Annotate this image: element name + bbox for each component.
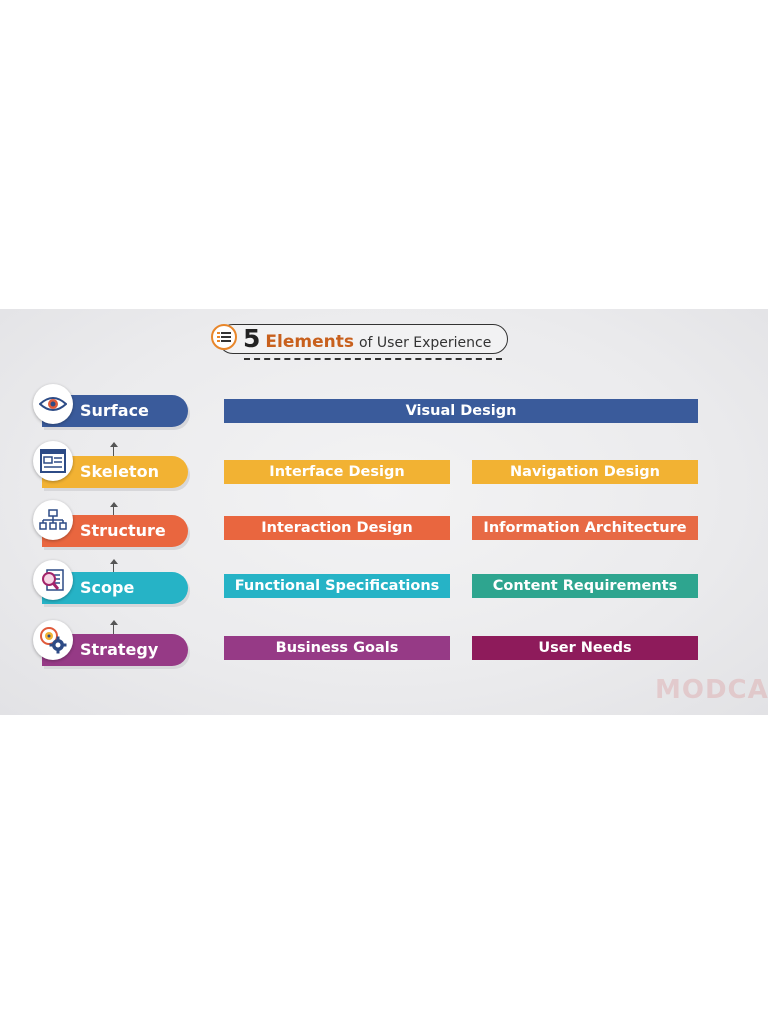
item-interaction-design: Interaction Design xyxy=(224,516,450,540)
list-icon xyxy=(211,324,237,350)
arrow-up-icon xyxy=(110,620,118,625)
diagram-panel: 5 Elements of User Experience Surface Vi… xyxy=(0,309,768,715)
connector-line xyxy=(113,624,114,638)
arrow-up-icon xyxy=(110,502,118,507)
brand-logo: MODCA xyxy=(655,675,768,705)
layer-label: Strategy xyxy=(80,640,159,659)
title-pill xyxy=(218,324,508,354)
item-business-goals: Business Goals xyxy=(224,636,450,660)
eye-icon xyxy=(33,384,73,424)
connector-line xyxy=(113,446,114,464)
item-information-architecture: Information Architecture xyxy=(472,516,698,540)
item-visual-design: Visual Design xyxy=(224,399,698,423)
layer-label: Skeleton xyxy=(80,462,159,481)
page-title: 5 Elements of User Experience xyxy=(243,325,491,353)
target-gear-icon xyxy=(33,620,73,660)
arrow-up-icon xyxy=(110,559,118,564)
layer-label: Structure xyxy=(80,521,166,540)
arrow-up-icon xyxy=(110,442,118,447)
item-interface-design: Interface Design xyxy=(224,460,450,484)
item-content-requirements: Content Requirements xyxy=(472,574,698,598)
layer-label: Scope xyxy=(80,578,135,597)
title-highlight: Elements xyxy=(265,332,354,352)
wireframe-icon xyxy=(33,441,73,481)
document-search-icon xyxy=(33,560,73,600)
sitemap-icon xyxy=(33,500,73,540)
title-number: 5 xyxy=(243,324,261,353)
title-underline xyxy=(244,358,502,360)
item-functional-specifications: Functional Specifications xyxy=(224,574,450,598)
title-rest: of User Experience xyxy=(358,335,492,351)
layer-label: Surface xyxy=(80,401,149,420)
connector-line xyxy=(113,506,114,520)
item-user-needs: User Needs xyxy=(472,636,698,660)
connector-line xyxy=(113,563,114,577)
item-navigation-design: Navigation Design xyxy=(472,460,698,484)
